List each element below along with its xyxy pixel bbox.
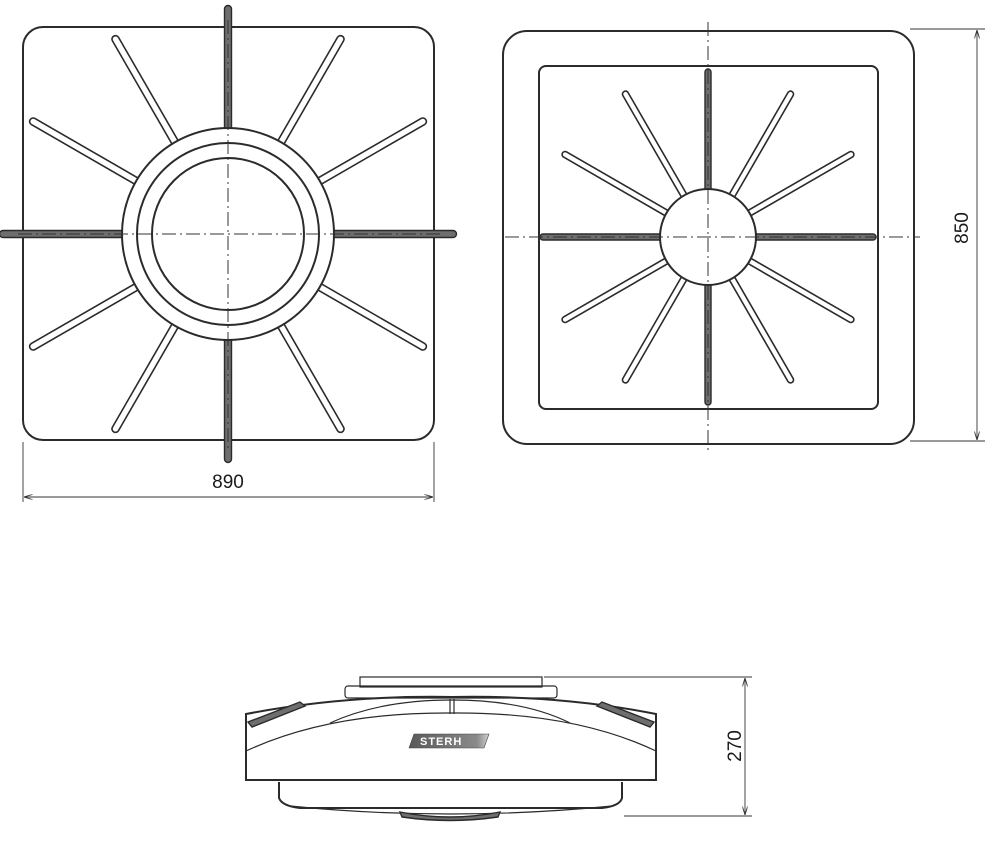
bottom-view-rib-10	[704, 68, 712, 198]
side-view-top-cap	[359, 676, 543, 688]
top-view-rib-3	[271, 313, 345, 434]
top-view	[0, 4, 458, 464]
top-view-rib-6	[28, 277, 149, 351]
side-view-top-step	[344, 685, 558, 699]
depth-dimension-label: 850	[952, 212, 973, 244]
bottom-view-rib-8	[561, 150, 676, 221]
bottom-view-rib-5	[621, 269, 692, 384]
top-view-rib-2	[307, 277, 428, 351]
bottom-view-rib-9	[621, 90, 692, 205]
side-view-skirt	[278, 782, 623, 809]
svg-text:STERH: STERH	[420, 736, 462, 748]
brand-logo: STERH	[408, 733, 490, 749]
top-view-rib-5	[111, 313, 185, 434]
height-dimension-label: 270	[725, 730, 746, 762]
top-view-rib-9	[111, 34, 185, 155]
depth-dimension: 850	[910, 28, 985, 442]
bottom-view-rib-12	[740, 150, 855, 221]
bottom-view	[502, 22, 920, 450]
side-view-edge-left	[246, 701, 307, 728]
top-view-rib-11	[271, 34, 345, 155]
height-dimension: 270	[544, 676, 752, 817]
top-view-ribs	[0, 4, 458, 464]
side-view: STERH	[245, 676, 657, 822]
bottom-view-rib-11	[724, 90, 795, 205]
bottom-view-rib-6	[561, 253, 676, 324]
side-view-bottom-dark	[398, 811, 502, 822]
top-view-rib-4	[223, 328, 233, 464]
top-view-rib-8	[28, 117, 149, 191]
width-dimension: 890	[22, 442, 435, 502]
top-view-rib-12	[307, 117, 428, 191]
bottom-view-rib-3	[724, 269, 795, 384]
side-view-body	[245, 695, 657, 781]
bottom-view-rib-2	[740, 253, 855, 324]
bottom-view-ribs	[539, 68, 877, 406]
width-dimension-label: 890	[212, 472, 244, 493]
side-view-edge-right	[595, 701, 656, 728]
